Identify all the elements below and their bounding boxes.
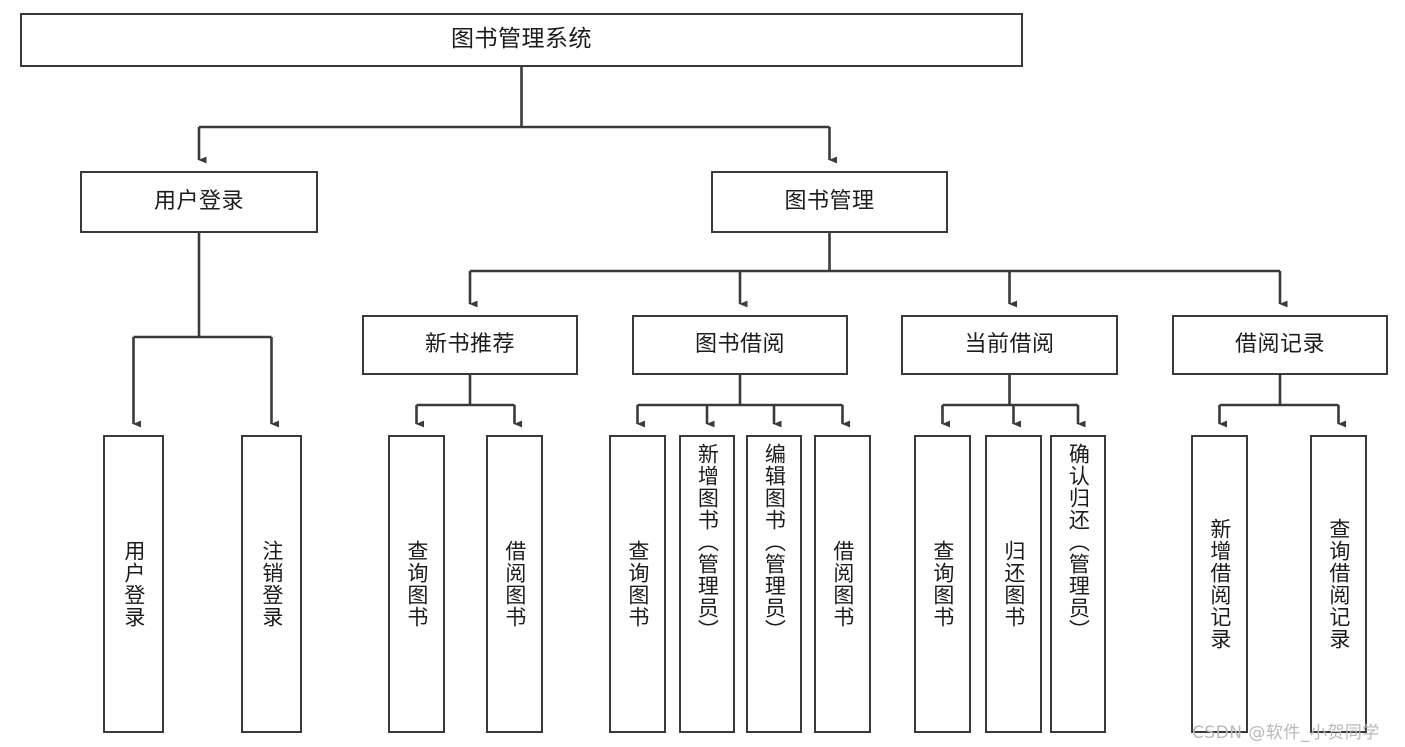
node-leaf-query-borrow-record-label: 查询借阅记录: [1326, 518, 1351, 650]
node-leaf-query-book-recommend-label: 查询图书: [404, 540, 429, 628]
node-leaf-borrow-book[interactable]: 借阅图书: [814, 435, 871, 733]
node-leaf-return-book[interactable]: 归还图书: [985, 435, 1042, 733]
node-tier3-current-borrow-label: 当前借阅: [964, 331, 1055, 357]
node-tier3-current-borrow[interactable]: 当前借阅: [901, 315, 1118, 375]
node-tier3-new-book-recommend[interactable]: 新书推荐: [362, 315, 578, 375]
node-root[interactable]: 图书管理系统: [20, 13, 1023, 67]
node-tier3-book-borrow[interactable]: 图书借阅: [632, 315, 848, 375]
node-leaf-query-book-borrow[interactable]: 查询图书: [609, 435, 666, 733]
node-leaf-return-book-label: 归还图书: [1001, 540, 1026, 628]
node-tier2-book-management-label: 图书管理: [784, 188, 875, 214]
node-leaf-logout[interactable]: 注销登录: [241, 435, 302, 733]
node-tier3-borrow-record-label: 借阅记录: [1234, 331, 1325, 357]
node-leaf-user-login-label: 用户登录: [121, 540, 146, 628]
node-leaf-confirm-return-admin-label: 确认归还（管理员）: [1066, 443, 1091, 641]
node-tier2-user-login[interactable]: 用户登录: [80, 171, 318, 233]
node-leaf-edit-book-admin[interactable]: 编辑图书（管理员）: [746, 435, 802, 733]
node-leaf-borrow-book-recommend[interactable]: 借阅图书: [486, 435, 543, 733]
node-tier2-user-login-label: 用户登录: [153, 188, 244, 214]
node-leaf-user-login[interactable]: 用户登录: [103, 435, 164, 733]
node-leaf-edit-book-admin-label: 编辑图书（管理员）: [762, 443, 787, 641]
watermark: CSDN @软件_小贺同学: [1192, 723, 1380, 743]
node-leaf-add-book-admin[interactable]: 新增图书（管理员）: [679, 435, 735, 733]
node-leaf-query-book-recommend[interactable]: 查询图书: [388, 435, 445, 733]
node-leaf-borrow-book-label: 借阅图书: [830, 540, 855, 628]
node-leaf-query-borrow-record[interactable]: 查询借阅记录: [1310, 435, 1367, 733]
node-leaf-confirm-return-admin[interactable]: 确认归还（管理员）: [1050, 435, 1106, 733]
node-tier2-book-management[interactable]: 图书管理: [711, 171, 948, 233]
node-tier3-borrow-record[interactable]: 借阅记录: [1172, 315, 1388, 375]
node-leaf-add-borrow-record-label: 新增借阅记录: [1207, 518, 1232, 650]
node-root-label: 图书管理系统: [451, 26, 592, 53]
node-tier3-new-book-recommend-label: 新书推荐: [424, 331, 515, 357]
node-leaf-borrow-book-recommend-label: 借阅图书: [502, 540, 527, 628]
node-leaf-add-book-admin-label: 新增图书（管理员）: [695, 443, 720, 641]
node-leaf-query-book-current[interactable]: 查询图书: [914, 435, 971, 733]
node-leaf-add-borrow-record[interactable]: 新增借阅记录: [1191, 435, 1248, 733]
node-leaf-query-book-current-label: 查询图书: [930, 540, 955, 628]
node-leaf-query-book-borrow-label: 查询图书: [625, 540, 650, 628]
node-leaf-logout-label: 注销登录: [259, 540, 284, 628]
node-tier3-book-borrow-label: 图书借阅: [694, 331, 785, 357]
